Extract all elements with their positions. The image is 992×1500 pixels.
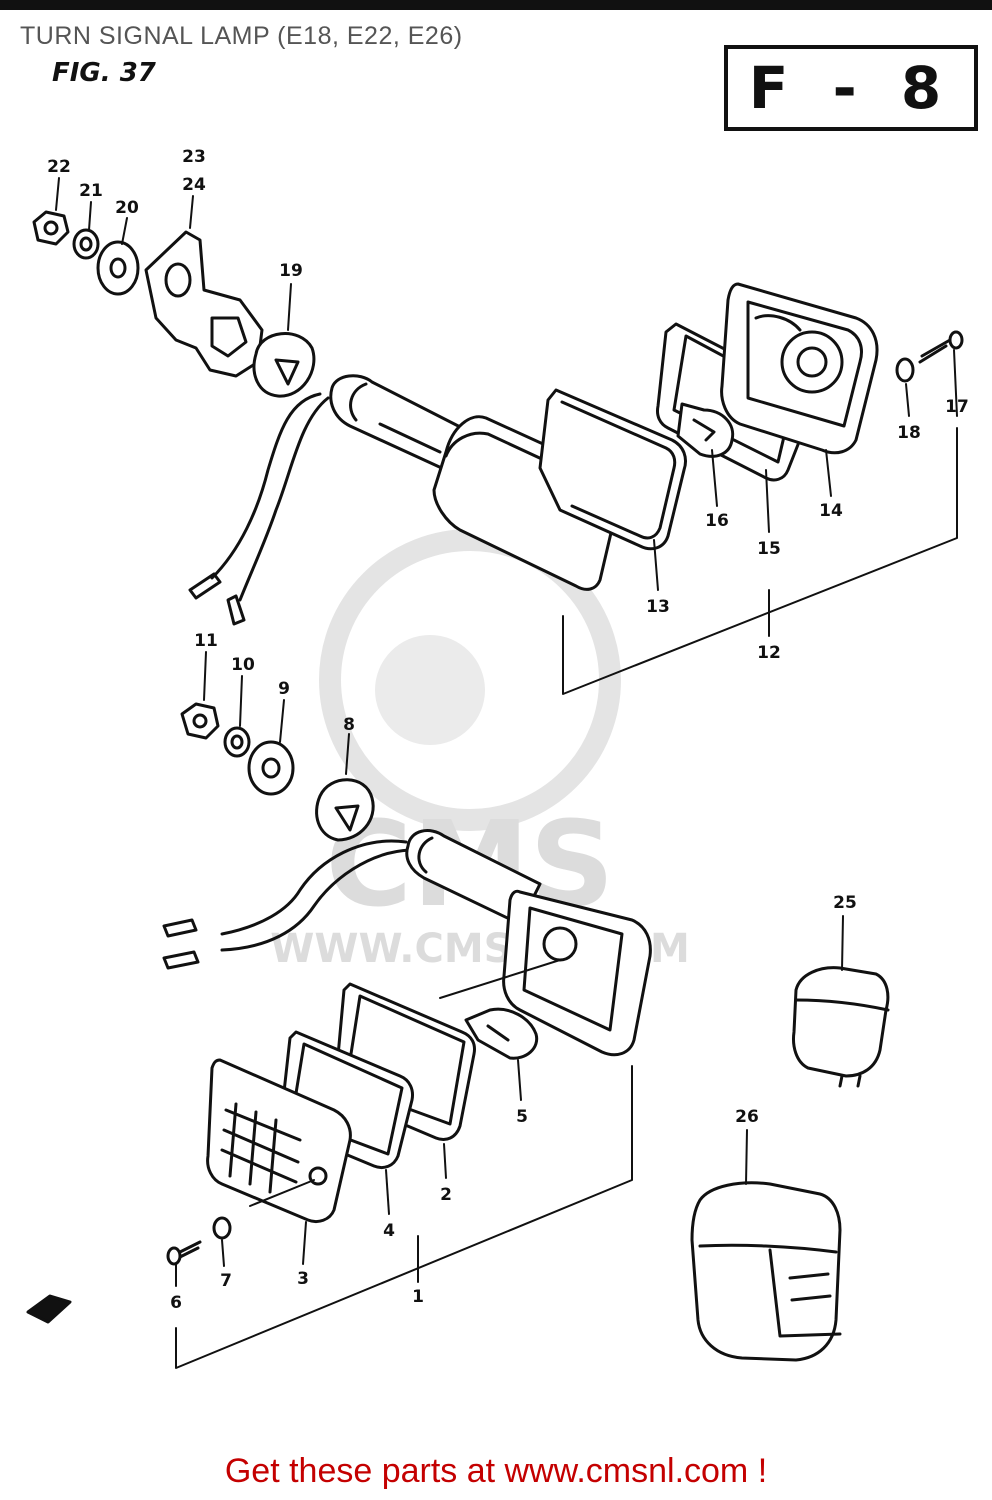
callout-8: 8 xyxy=(343,715,355,735)
wire-terminal-upper-1 xyxy=(188,572,222,600)
gasket-upper-part xyxy=(538,388,687,551)
wire-terminal-upper-2 xyxy=(226,594,246,626)
washer-18-part xyxy=(895,357,915,383)
bulb-5-part xyxy=(464,1007,539,1060)
front-direction-arrow xyxy=(26,1294,72,1324)
watermark: CMS WWW.CMSNL.COM xyxy=(270,529,690,972)
bracket-23-24-part xyxy=(144,230,264,378)
callout-20: 20 xyxy=(115,198,139,218)
washer-9-part xyxy=(247,740,295,796)
bulb-16-part xyxy=(676,402,735,458)
lens-3-part xyxy=(206,1058,352,1224)
diagram-title: TURN SIGNAL LAMP (E18, E22, E26) xyxy=(20,22,463,50)
callout-21: 21 xyxy=(79,181,103,201)
callout-11: 11 xyxy=(194,631,218,651)
wire-lower-2 xyxy=(220,848,412,952)
callout-9: 9 xyxy=(278,679,290,699)
screw-6-part xyxy=(166,1240,202,1266)
callout-13: 13 xyxy=(646,597,670,617)
wire-terminal-lower-2 xyxy=(162,950,200,970)
washer-20-part xyxy=(96,240,140,296)
washer-7-part xyxy=(212,1216,232,1240)
lens-14-part xyxy=(720,282,879,455)
callout-25: 25 xyxy=(833,893,857,913)
wire-lower xyxy=(220,839,408,936)
callout-labels: 22 21 20 23 24 19 17 18 14 16 15 13 12 1… xyxy=(47,147,969,1313)
relay-25-part xyxy=(792,966,890,1088)
callout-24: 24 xyxy=(182,175,206,195)
callout-15: 15 xyxy=(757,539,781,559)
nut-22-part xyxy=(32,210,70,246)
footer-link[interactable]: Get these parts at www.cmsnl.com ! xyxy=(224,1452,768,1490)
lock-washer-21-part xyxy=(72,228,100,260)
callout-5: 5 xyxy=(516,1107,528,1127)
wire-upper-2 xyxy=(238,396,330,602)
leader-lines xyxy=(55,177,958,1369)
callout-10: 10 xyxy=(231,655,255,675)
top-border xyxy=(0,0,992,10)
callout-12: 12 xyxy=(757,643,781,663)
wire-terminal-lower-1 xyxy=(162,918,198,938)
callout-22: 22 xyxy=(47,157,71,177)
screw-17-part xyxy=(918,330,964,364)
callout-19: 19 xyxy=(279,261,303,281)
callout-2: 2 xyxy=(440,1185,452,1205)
callout-16: 16 xyxy=(705,511,729,531)
lock-washer-10-part xyxy=(223,726,251,758)
callout-14: 14 xyxy=(819,501,843,521)
callout-4: 4 xyxy=(383,1221,395,1241)
callout-18: 18 xyxy=(897,423,921,443)
grommet-19-part xyxy=(252,332,316,398)
section-code: F - 8 xyxy=(748,54,954,122)
callout-6: 6 xyxy=(170,1293,182,1313)
callout-26: 26 xyxy=(735,1107,759,1127)
wire-upper xyxy=(210,392,322,580)
nut-11-part xyxy=(180,702,220,740)
relay-26-part xyxy=(690,1181,842,1362)
callout-3: 3 xyxy=(297,1269,309,1289)
callout-17: 17 xyxy=(945,397,969,417)
callout-1: 1 xyxy=(412,1287,424,1307)
grommet-8-part xyxy=(315,778,375,842)
callout-23: 23 xyxy=(182,147,206,167)
figure-label: FIG. 37 xyxy=(52,58,156,88)
section-code-box: F - 8 xyxy=(724,45,978,131)
callout-7: 7 xyxy=(220,1271,232,1291)
lamp-housing-lower-part xyxy=(502,889,652,1057)
